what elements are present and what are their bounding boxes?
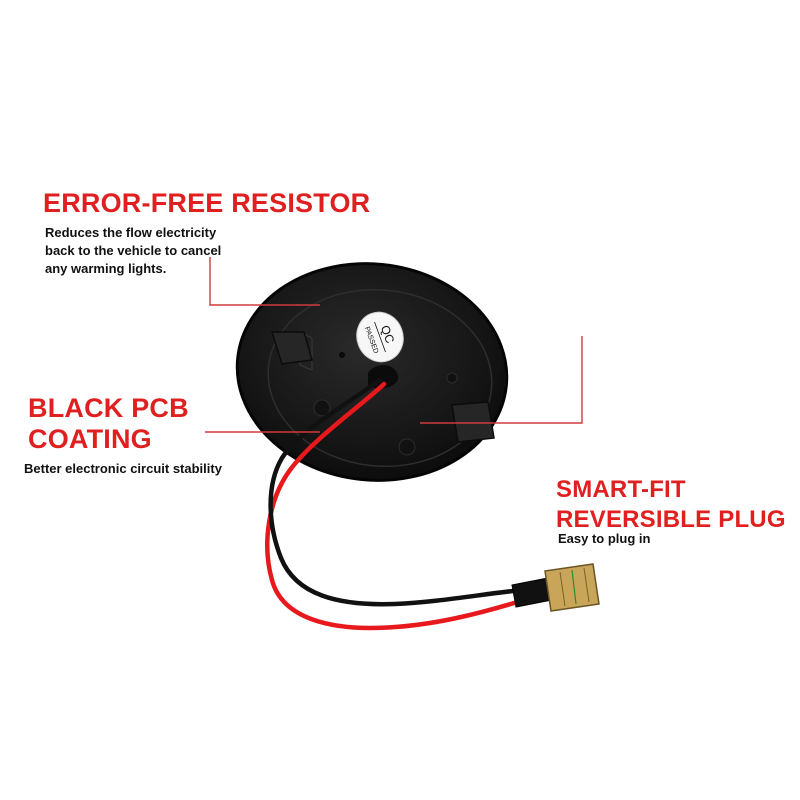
qc-sticker-line1: QC xyxy=(378,323,397,345)
pcb-description: Better electronic circuit stability xyxy=(24,461,222,476)
plug-description: Easy to plug in xyxy=(558,531,651,546)
resistor-description-line: any warming lights. xyxy=(45,261,167,276)
plug-title-line: REVERSIBLE PLUG xyxy=(556,506,786,533)
resistor-description-line: Reduces the flow electricity xyxy=(45,225,217,240)
mounting-tab xyxy=(451,401,495,443)
pcb-title-line: BLACK PCB xyxy=(28,393,189,423)
mounting-tab xyxy=(270,331,313,365)
resistor-title: ERROR-FREE RESISTOR xyxy=(43,188,371,218)
leader-lines xyxy=(205,257,583,433)
plug-leader-line xyxy=(420,336,583,424)
pcb-title: BLACK PCB COATING xyxy=(28,393,189,455)
screw-hole xyxy=(398,438,416,456)
plug-title-line: SMART-FIT xyxy=(556,476,686,503)
connector-plug xyxy=(511,563,600,612)
resistor-description-line: back to the vehicle to cancel xyxy=(45,243,222,258)
red-wire xyxy=(265,381,527,631)
resistor-description: Reduces the flow electricity back to the… xyxy=(45,224,221,278)
pcb-title-line: COATING xyxy=(28,424,152,454)
screw-hole xyxy=(313,399,331,417)
resistor-leader-line xyxy=(209,257,320,306)
qc-sticker: QC PASSED xyxy=(356,311,404,363)
plug-title: SMART-FIT REVERSIBLE PLUG xyxy=(556,475,786,535)
